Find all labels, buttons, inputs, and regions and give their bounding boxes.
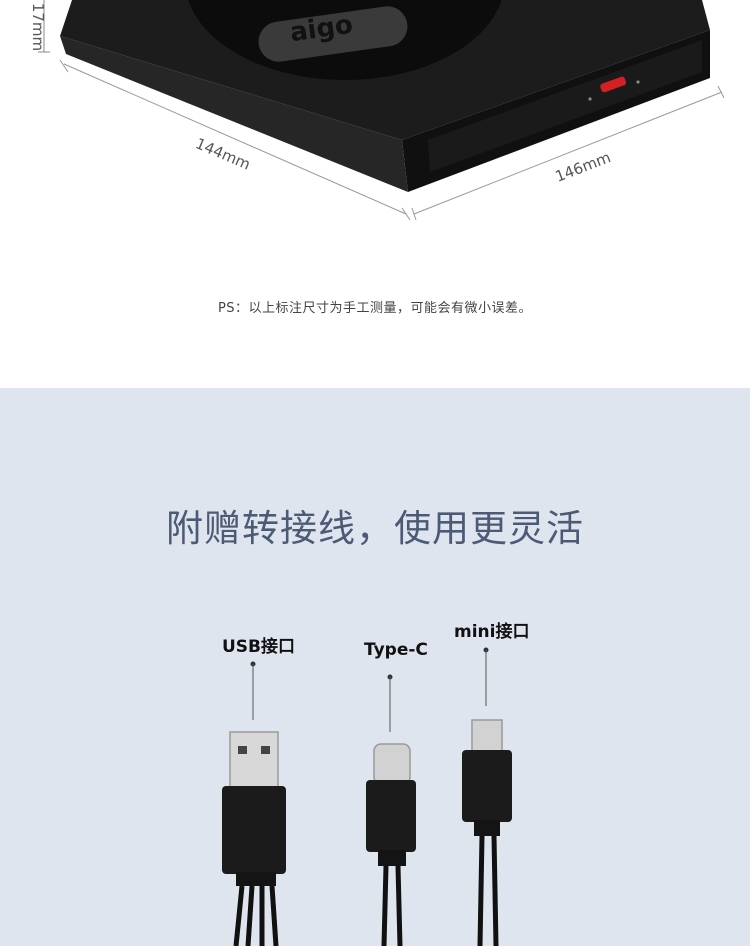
measurement-note: PS：以上标注尺寸为手工测量，可能会有微小误差。 [217,301,533,316]
typec-label: Type-C [364,640,428,660]
eject-indicator [600,76,627,93]
depth-dim-line [63,63,407,215]
drive-illustration [38,0,725,221]
logo-plate [258,6,408,62]
typec-connector [366,743,416,946]
front-panel [428,40,702,172]
section-title: 附赠转接线，使用更灵活 [166,507,584,550]
mini-label: mini接口 [454,622,530,642]
adapter-section: 附赠转接线，使用更灵活 USB接口 Type-C mini接口 [0,388,750,946]
usb-a-connector [222,731,286,946]
dimension-section: aigo 17mm 144mm 146mm PS：以上标注尺寸为手工测量，可能会… [0,0,750,388]
pinhole-right [636,80,640,84]
drive-side-face [60,36,408,192]
cables-illustration [222,647,512,946]
usb-label: USB接口 [222,637,296,657]
pinhole-left [588,97,592,101]
mini-connector [462,719,512,946]
width-dim-line [413,91,723,215]
height-label: 17mm [29,2,48,52]
